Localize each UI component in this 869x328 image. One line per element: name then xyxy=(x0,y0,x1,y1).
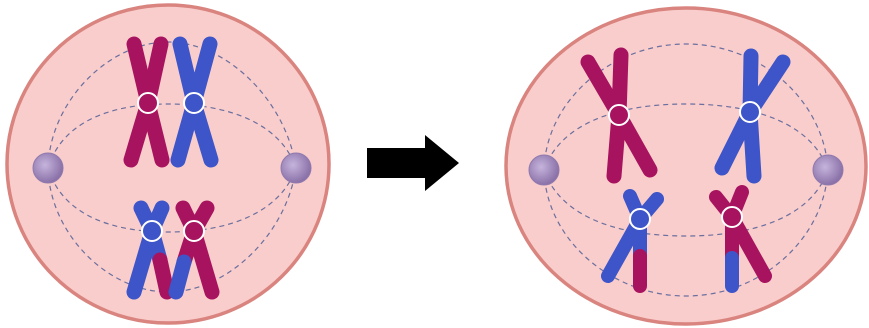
centromere xyxy=(609,105,629,125)
centromere xyxy=(138,93,158,113)
centrosome-left-pole xyxy=(33,153,63,183)
centromere xyxy=(740,102,760,122)
centrosome-right-pole xyxy=(281,153,311,183)
centromere xyxy=(184,93,204,113)
centromere xyxy=(184,221,204,241)
centrosome-left-pole xyxy=(529,155,559,185)
cell-after xyxy=(506,8,866,324)
centromere xyxy=(722,207,742,227)
cell-body-right xyxy=(506,8,866,324)
cell-before xyxy=(7,5,329,323)
centromere xyxy=(142,221,162,241)
centromere xyxy=(630,209,650,229)
centrosome-right-pole xyxy=(813,155,843,185)
right-arrow-icon xyxy=(367,135,459,191)
